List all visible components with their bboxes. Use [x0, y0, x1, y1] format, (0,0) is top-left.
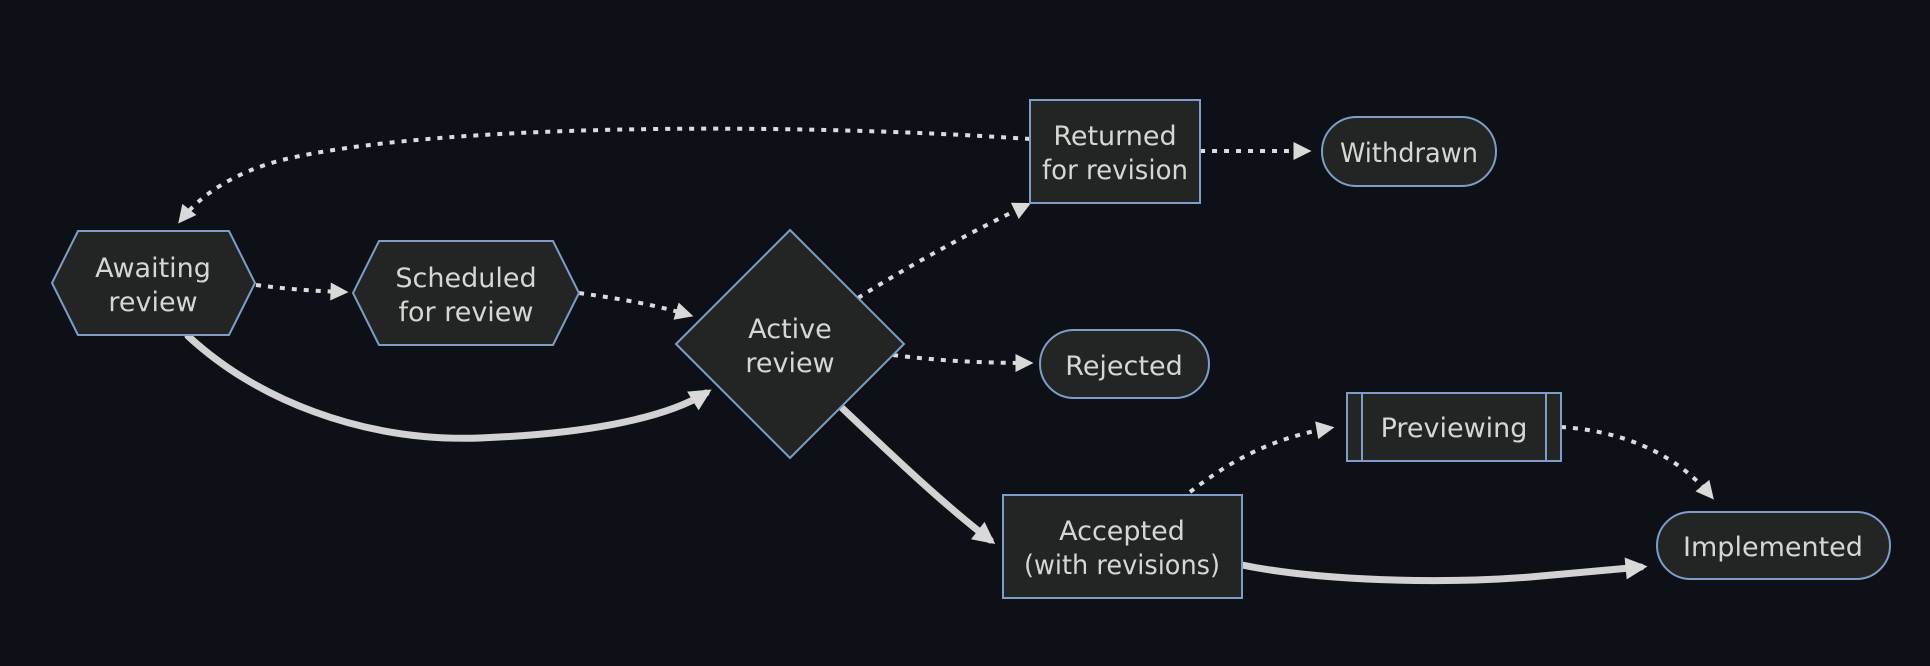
node-previewing: Previewing — [1346, 392, 1562, 462]
node-accepted-with-revisions: Accepted (with revisions) — [1002, 494, 1243, 599]
stadium-shape — [1321, 116, 1497, 187]
node-active-review-label-line2: review — [745, 348, 834, 379]
node-returned-for-revision: Returned for revision — [1029, 99, 1201, 204]
rectangle-shape — [1002, 494, 1243, 599]
edge-layer — [178, 126, 1714, 585]
node-withdrawn-label: Withdrawn — [1340, 138, 1478, 169]
node-awaiting-review: Awaiting review — [50, 230, 257, 336]
edge-awaiting-to-active — [184, 332, 712, 442]
edge-returned-to-awaiting — [178, 126, 1031, 224]
node-implemented: Implemented — [1656, 511, 1891, 580]
rectangle-shape — [1029, 99, 1201, 204]
subroutine-shape — [1346, 392, 1562, 462]
node-withdrawn: Withdrawn — [1321, 116, 1497, 187]
node-returned-label-line2: for revision — [1042, 155, 1188, 186]
node-scheduled-label-line2: for review — [399, 297, 534, 328]
edge-active-to-accepted — [837, 403, 996, 545]
node-scheduled-for-review: Scheduled for review — [351, 240, 581, 346]
diamond-shape — [674, 228, 906, 460]
edge-accepted-to-implemented — [1238, 557, 1648, 585]
edge-awaiting-to-scheduled — [255, 282, 349, 301]
edge-previewing-to-implemented — [1560, 425, 1714, 500]
node-rejected-label: Rejected — [1065, 351, 1182, 382]
edge-active-to-rejected — [892, 353, 1034, 372]
node-rejected: Rejected — [1039, 329, 1210, 399]
node-layer: Awaiting review Scheduled for review Act… — [50, 99, 1891, 599]
node-returned-label-line1: Returned — [1053, 121, 1176, 152]
node-previewing-label: Previewing — [1381, 413, 1528, 444]
edge-scheduled-to-active — [578, 291, 694, 320]
node-awaiting-review-label-line2: review — [108, 287, 197, 318]
hexagon-shape — [351, 240, 581, 346]
node-implemented-label: Implemented — [1683, 532, 1863, 563]
edge-accepted-to-previewing — [1188, 421, 1335, 494]
node-accepted-label-line2: (with revisions) — [1024, 550, 1220, 581]
stadium-shape — [1656, 511, 1891, 580]
node-active-review-label-line1: Active — [748, 314, 832, 345]
node-accepted-label-line1: Accepted — [1059, 516, 1185, 547]
node-active-review: Active review — [674, 228, 906, 460]
edge-active-to-returned — [856, 202, 1032, 300]
stadium-shape — [1039, 329, 1210, 399]
node-scheduled-label-line1: Scheduled — [395, 263, 536, 294]
hexagon-shape — [50, 230, 257, 336]
node-awaiting-review-label-line1: Awaiting — [95, 253, 211, 284]
